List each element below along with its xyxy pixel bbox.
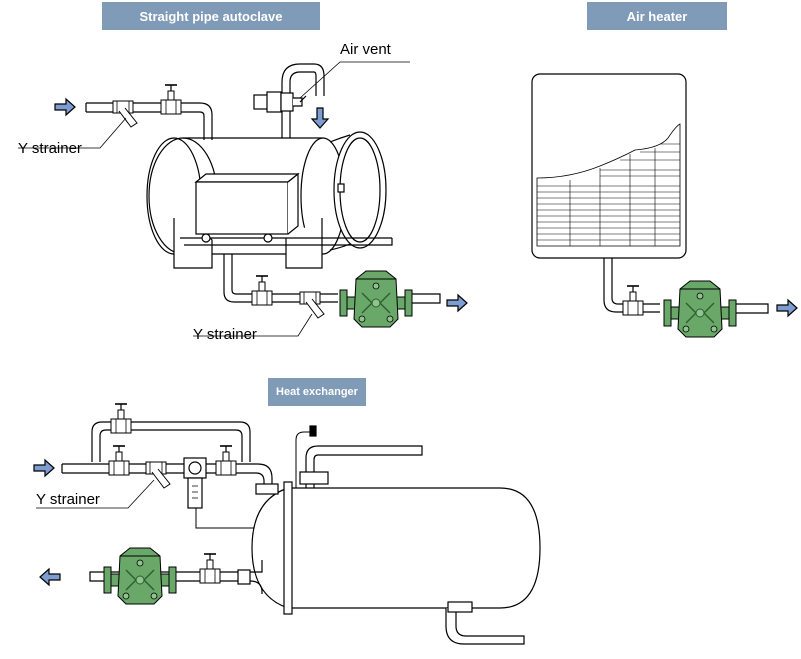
valve-icon bbox=[108, 445, 130, 476]
y-strainer-icon bbox=[112, 100, 138, 128]
y-strainer-label-heat-exchanger: Y strainer bbox=[36, 491, 100, 508]
flow-arrow-icon bbox=[311, 107, 329, 129]
air-heater-title: Air heater bbox=[587, 2, 727, 30]
flow-arrow-icon bbox=[39, 568, 61, 586]
steam-trap-icon bbox=[663, 280, 737, 338]
heat-exchanger-section bbox=[33, 403, 541, 645]
steam-trap-icon bbox=[103, 547, 177, 605]
y-strainer-icon bbox=[145, 461, 171, 489]
heat-exchanger-title: Heat exchanger bbox=[268, 378, 366, 406]
y-strainer-label-autoclave: Y strainer bbox=[18, 140, 82, 157]
flow-arrow-icon bbox=[776, 299, 798, 317]
valve-icon bbox=[199, 553, 221, 584]
flow-arrow-icon bbox=[33, 459, 55, 477]
steam-trap-icon bbox=[339, 270, 413, 328]
air-heater-section bbox=[531, 73, 798, 338]
flow-arrow-icon bbox=[54, 98, 76, 116]
y-strainer-label-autoclave-outlet: Y strainer bbox=[193, 326, 257, 343]
valve-icon bbox=[160, 84, 182, 115]
autoclave-title: Straight pipe autoclave bbox=[102, 2, 320, 30]
valve-icon bbox=[110, 403, 132, 434]
flow-arrow-icon bbox=[446, 294, 468, 312]
valve-icon bbox=[251, 275, 273, 306]
air-vent-label: Air vent bbox=[340, 41, 391, 58]
autoclave-section bbox=[18, 61, 468, 337]
valve-icon bbox=[215, 445, 237, 476]
valve-icon bbox=[622, 285, 644, 316]
